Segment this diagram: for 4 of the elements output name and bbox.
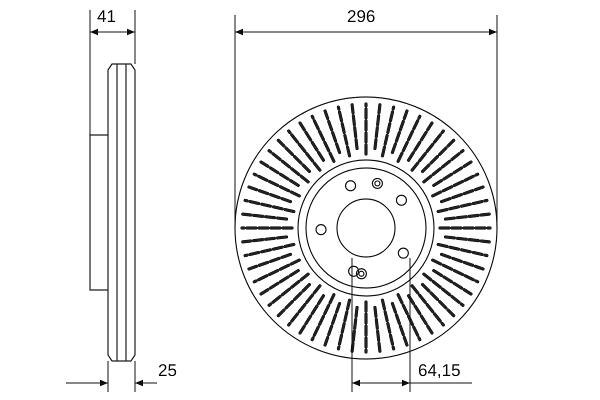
dimension-label: 25 [158, 362, 177, 379]
dimension-label: 64,15 [418, 362, 461, 379]
dimension-label: 41 [97, 8, 116, 25]
dimension-label: 296 [347, 8, 376, 25]
